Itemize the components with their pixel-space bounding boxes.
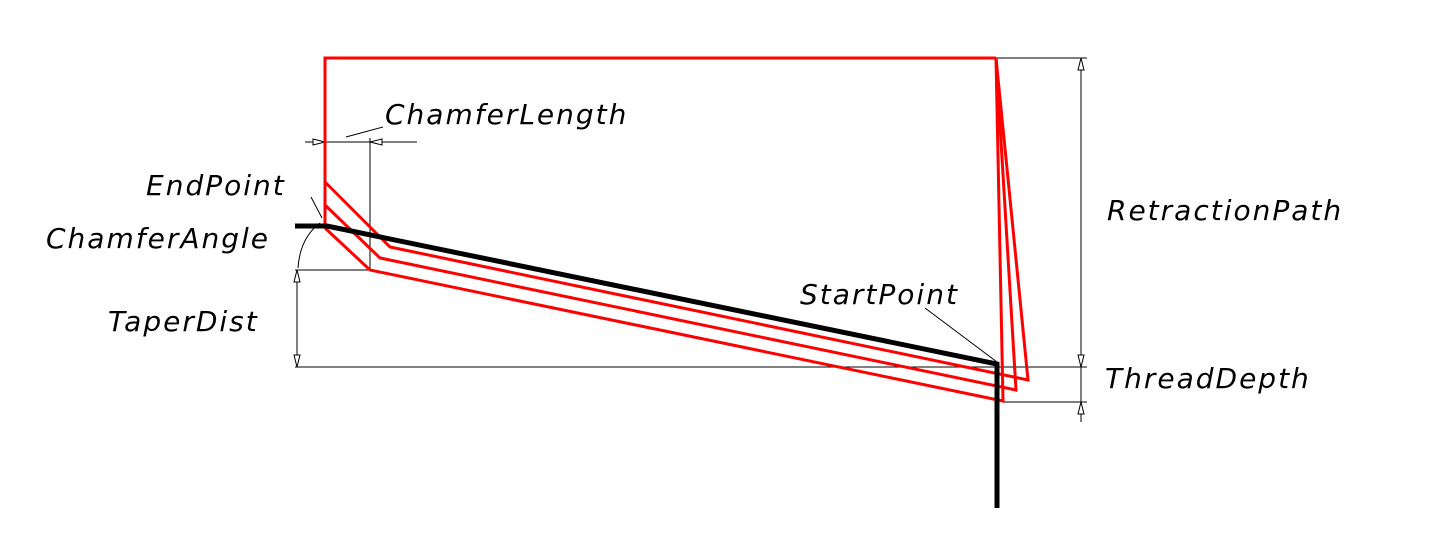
- chamfer-angle-arc: [297, 222, 321, 269]
- end-point-label: EndPoint: [146, 169, 286, 202]
- end-point-leader: [310, 196, 323, 219]
- taper-dist-arrows: [293, 269, 301, 368]
- chamfer-length-arrows: [312, 138, 383, 146]
- chamfer-length-label: ChamferLength: [385, 98, 628, 131]
- start-point-label: StartPoint: [800, 278, 959, 311]
- dimension-lines: [293, 57, 1087, 422]
- start-point-leader: [924, 307, 998, 363]
- thread-depth-label: ThreadDepth: [1105, 362, 1311, 395]
- chamfer-length-leader: [345, 126, 384, 138]
- tool-path-pass-3: [323, 57, 1005, 403]
- retraction-frame: [323, 56, 996, 228]
- retraction-path-label: RetractionPath: [1107, 194, 1343, 227]
- taper-dist-label: TaperDist: [108, 305, 259, 338]
- right-dimension-arrows: [1077, 57, 1085, 415]
- chamfer-angle-label: ChamferAngle: [46, 222, 270, 255]
- thread-contour: [295, 223, 1000, 508]
- tool-path-pass-1: [323, 57, 1030, 382]
